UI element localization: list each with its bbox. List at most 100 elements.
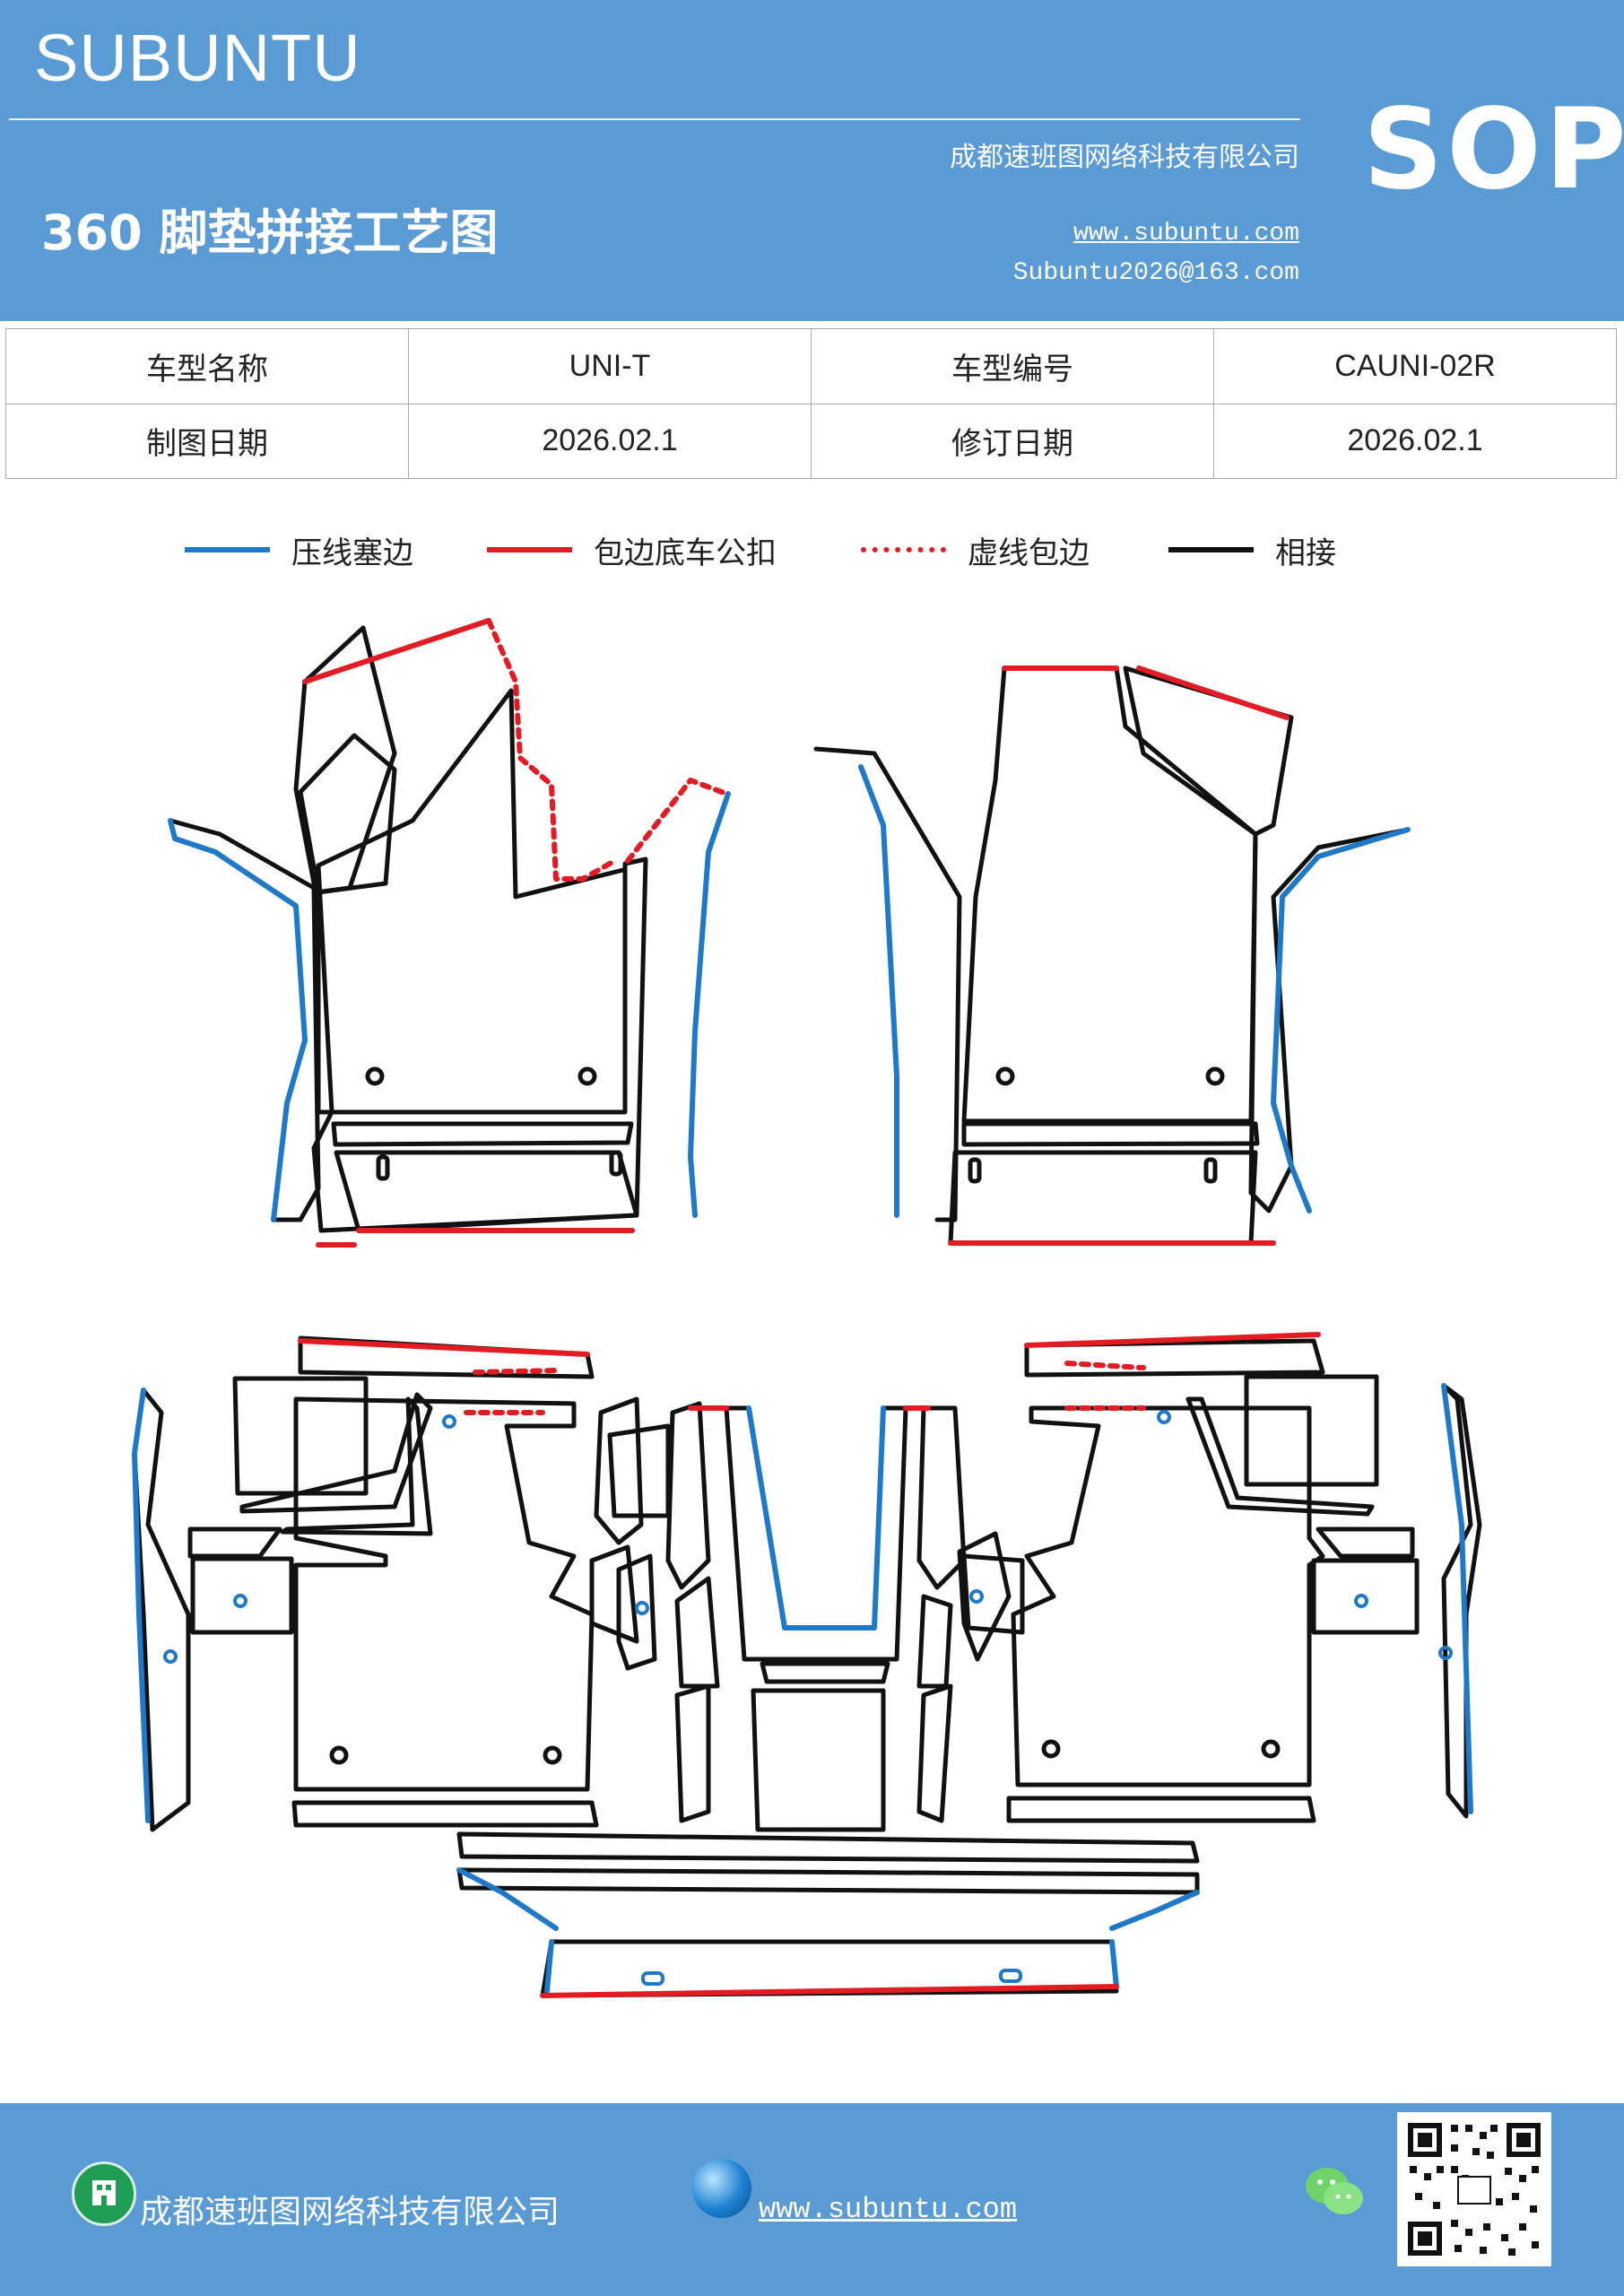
table-row: 车型名称 UNI-T 车型编号 CAUNI-02R <box>5 328 1617 404</box>
rear-right-block-small <box>1316 1526 1415 1559</box>
dotted-edge <box>1064 1361 1146 1370</box>
blue-edge <box>746 1405 886 1631</box>
dotted-edge <box>486 618 617 882</box>
page-title: 360 脚垫拼接工艺图 <box>41 204 499 261</box>
qr-code[interactable] <box>1397 2112 1551 2266</box>
legend-label: 虚线包边 <box>968 535 1090 571</box>
slot <box>968 1157 982 1184</box>
legend-label: 压线塞边 <box>291 535 413 571</box>
long-strip-2 <box>456 1867 1200 1895</box>
legend-label: 包边底车公扣 <box>594 535 777 571</box>
front-right-mat-bar <box>961 1121 1260 1147</box>
slot <box>999 1969 1022 1983</box>
hole <box>543 1745 562 1765</box>
blue-edge <box>858 764 899 1218</box>
rear-mid-right-piece-e <box>961 1553 1025 1635</box>
hole <box>995 1066 1015 1086</box>
legend-item-joined: 相接 <box>1168 527 1336 572</box>
blue-edge <box>544 1939 554 1994</box>
clip-hole <box>163 1649 178 1664</box>
rear-right-mat-strip <box>1006 1796 1316 1823</box>
rear-mid-left-piece-e <box>665 1401 711 1590</box>
front-right-mat <box>961 665 1258 1124</box>
rear-left-block-pad <box>190 1556 294 1635</box>
blue-edge <box>456 1867 559 1931</box>
front-left-mat-heel <box>334 1150 639 1233</box>
model-name-label: 车型名称 <box>5 328 409 404</box>
legend-item-dotted-binding: 虚线包边 <box>861 527 1090 572</box>
draw-date-label: 制图日期 <box>5 403 409 479</box>
dotted-edge <box>473 1368 559 1375</box>
model-name-value: UNI-T <box>408 328 812 404</box>
clip-hole <box>635 1601 649 1615</box>
front-left-side <box>168 818 321 1222</box>
globe-icon <box>692 2159 751 2218</box>
vehicle-info-table: 车型名称 UNI-T 车型编号 CAUNI-02R 制图日期 2026.02.1… <box>5 328 1617 479</box>
red-edge <box>1136 665 1290 720</box>
header-divider <box>9 118 1300 120</box>
rear-mid-left-piece-c <box>589 1544 639 1644</box>
rear-right-outer-strip <box>1441 1383 1482 1819</box>
hole <box>578 1066 597 1086</box>
brand-name: SUBUNTU <box>34 21 361 95</box>
rear-heel-panel <box>540 1939 1119 1998</box>
blue-edge <box>168 818 308 1222</box>
clip-hole <box>1354 1594 1368 1608</box>
front-right-left-edge <box>813 746 962 1222</box>
rear-mid-left-piece-a <box>594 1396 644 1545</box>
blue-edge <box>1271 827 1411 1213</box>
footer-banner: 成都速班图网络科技有限公司 www.subuntu.com <box>0 2103 1624 2296</box>
company-name: 成都速班图网络科技有限公司 <box>950 142 1299 173</box>
clip-hole <box>1438 1646 1453 1660</box>
rear-mid-right-piece-c <box>916 1683 953 1823</box>
rear-mid-left-piece-f <box>674 1576 720 1689</box>
hole <box>1041 1739 1061 1759</box>
draw-date-value: 2026.02.1 <box>408 403 812 479</box>
website-link[interactable]: www.subuntu.com <box>1073 220 1299 248</box>
rear-left-mat-strip <box>291 1800 599 1828</box>
front-left-flap-inner <box>298 733 397 895</box>
clip-hole <box>969 1589 984 1604</box>
rear-mid-right-piece-b <box>916 1594 953 1689</box>
header-banner: SUBUNTU SOP 成都速班图网络科技有限公司 360 脚垫拼接工艺图 ww… <box>0 0 1624 321</box>
rear-left-outer-strip <box>132 1387 191 1832</box>
revision-date-label: 修订日期 <box>811 403 1214 479</box>
blue-edge <box>132 1387 151 1823</box>
rear-left-mat <box>293 1396 595 1792</box>
center-lower <box>751 1688 886 1832</box>
rear-mid-left-piece-g <box>674 1683 711 1823</box>
revision-date-value: 2026.02.1 <box>1213 403 1617 479</box>
rear-left-block-small <box>187 1526 282 1559</box>
red-edge <box>298 1338 590 1357</box>
sop-badge: SOP <box>1363 85 1624 214</box>
clip-hole <box>233 1594 248 1608</box>
blue-edge <box>1109 1890 1200 1931</box>
clip-hole <box>442 1414 456 1429</box>
model-code-value: CAUNI-02R <box>1213 328 1617 404</box>
hole <box>329 1745 349 1765</box>
legend-swatch <box>861 547 946 552</box>
legend-label: 相接 <box>1275 535 1336 571</box>
rear-right-angle-strip <box>1185 1396 1375 1517</box>
legend-item-binding: 包边底车公扣 <box>487 527 777 572</box>
hole <box>1205 1066 1225 1086</box>
rear-left-block <box>232 1376 369 1496</box>
slot <box>609 1150 623 1177</box>
legend-swatch <box>1168 547 1254 552</box>
legend-item-press-edge: 压线塞边 <box>185 527 413 572</box>
legend-swatch <box>185 547 270 552</box>
blue-edge <box>1109 1939 1119 1989</box>
blue-edge <box>1441 1383 1473 1814</box>
rear-right-block <box>1244 1374 1379 1487</box>
slot <box>641 1971 664 1986</box>
footer-company-name: 成都速班图网络科技有限公司 <box>140 2194 560 2231</box>
long-strip-1 <box>456 1831 1200 1864</box>
footer-website-link[interactable]: www.subuntu.com <box>759 2193 1018 2226</box>
slot <box>376 1154 390 1181</box>
legend-swatch <box>487 547 572 552</box>
front-right-mat-heel <box>948 1150 1258 1246</box>
blue-edge <box>688 791 731 1218</box>
legend: 压线塞边 包边底车公扣 虚线包边 相接 <box>0 527 1624 572</box>
red-edge <box>302 618 491 684</box>
rear-left-angle-strip <box>239 1392 433 1514</box>
